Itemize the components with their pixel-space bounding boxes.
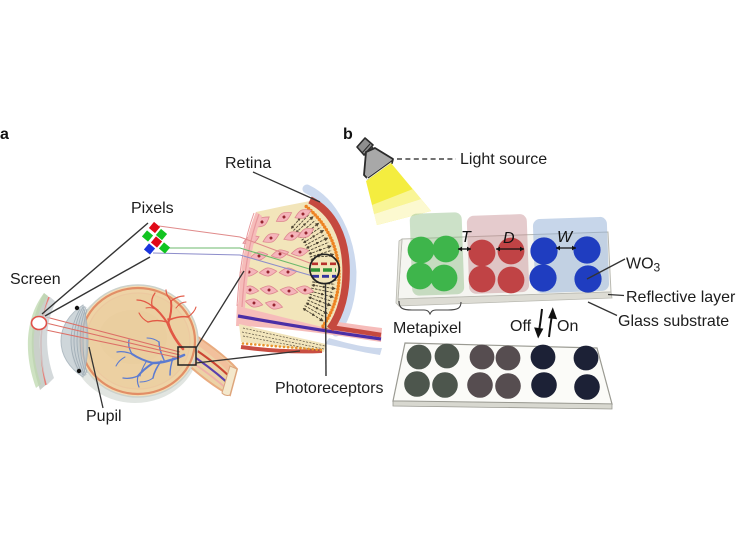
svg-text:WO3: WO3	[626, 256, 661, 275]
svg-text:Photoreceptors: Photoreceptors	[275, 380, 384, 397]
svg-text:D: D	[503, 230, 515, 247]
svg-text:Pupil: Pupil	[86, 408, 122, 425]
svg-text:Screen: Screen	[10, 271, 61, 288]
svg-text:W: W	[557, 229, 574, 246]
svg-text:Reflective layer: Reflective layer	[626, 289, 736, 306]
svg-text:b: b	[343, 126, 353, 143]
svg-text:Off: Off	[510, 318, 532, 335]
svg-text:Retina: Retina	[225, 155, 271, 172]
svg-text:T: T	[461, 229, 472, 246]
svg-text:Pixels: Pixels	[131, 200, 174, 217]
svg-text:Metapixel: Metapixel	[393, 320, 461, 337]
svg-text:a: a	[0, 126, 9, 143]
svg-text:On: On	[557, 318, 578, 335]
svg-text:Glass substrate: Glass substrate	[618, 313, 729, 330]
svg-text:Light source: Light source	[460, 151, 547, 168]
